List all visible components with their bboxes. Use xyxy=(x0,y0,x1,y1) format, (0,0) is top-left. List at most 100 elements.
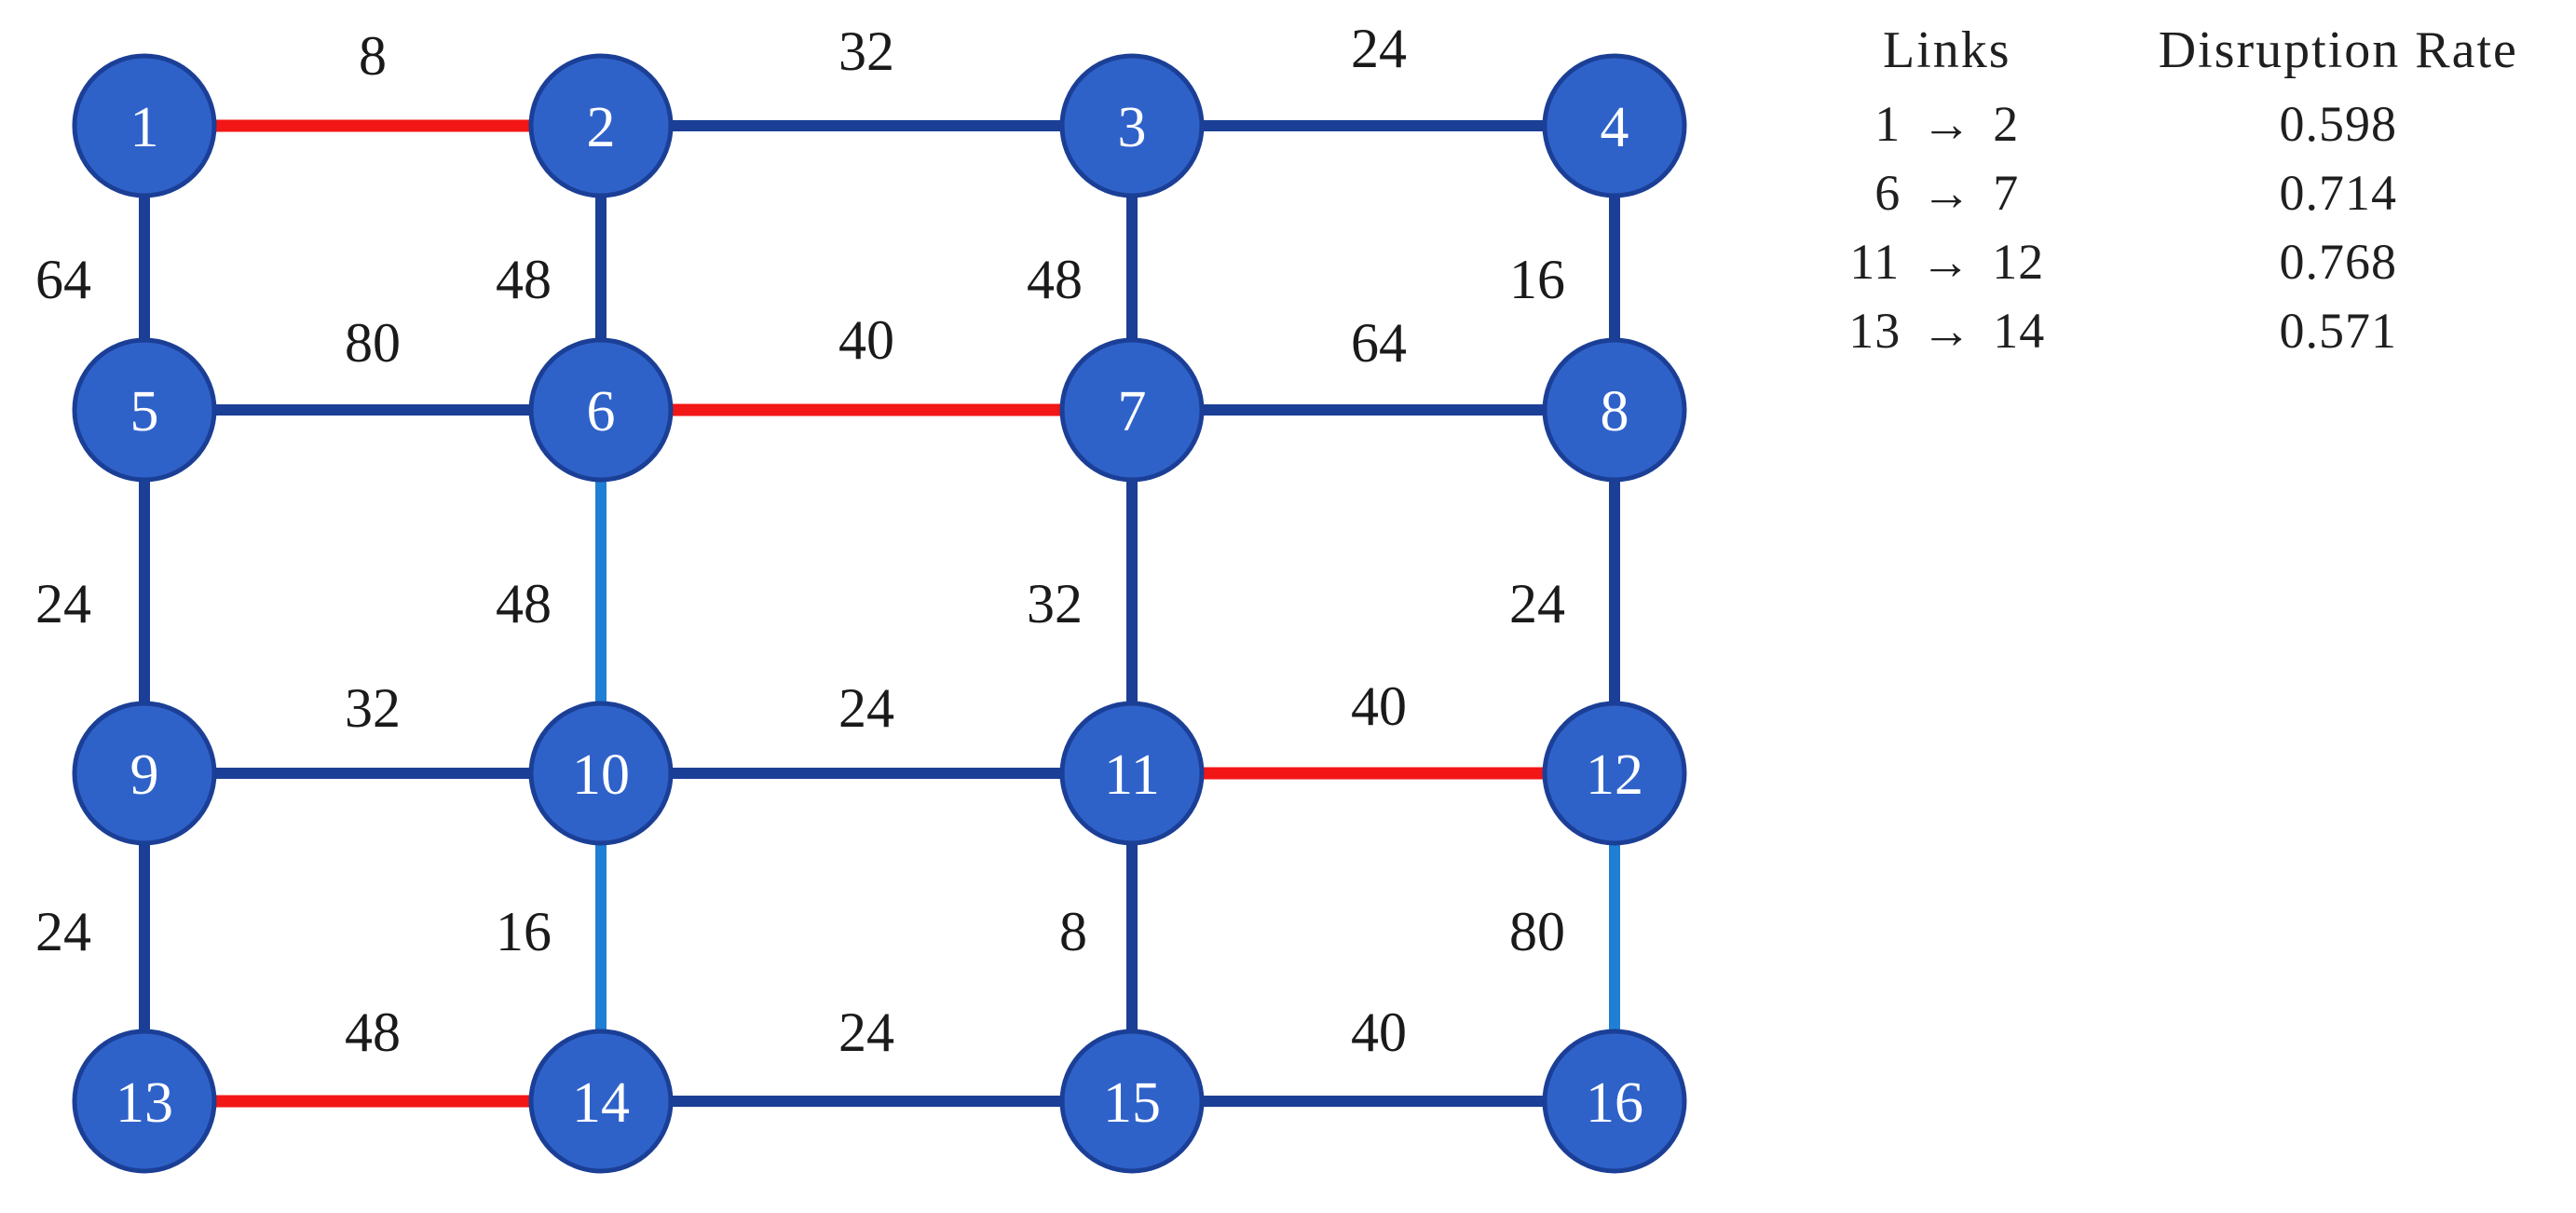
node-circle-14 xyxy=(528,1029,674,1174)
node-label-12: 12 xyxy=(1586,743,1643,807)
arrow-right-icon: → xyxy=(1921,96,1973,152)
arrow-right-icon: → xyxy=(1920,234,1972,290)
edge-weight-1-2: 8 xyxy=(359,25,387,87)
node-label-16: 16 xyxy=(1586,1071,1643,1135)
node-label-13: 13 xyxy=(116,1071,173,1135)
link-source: 11 xyxy=(1849,234,1901,290)
node-label-11: 11 xyxy=(1104,743,1160,807)
edge-weight-7-8: 64 xyxy=(1351,312,1407,374)
node-label-4: 4 xyxy=(1601,96,1629,159)
node-7[interactable]: 7 xyxy=(1059,337,1205,483)
node-label-5: 5 xyxy=(130,380,159,443)
node-5[interactable]: 5 xyxy=(72,337,217,483)
node-circle-5 xyxy=(72,337,217,483)
link-source: 1 xyxy=(1874,96,1901,152)
edge-weight-11-15: 8 xyxy=(1059,901,1087,962)
node-14[interactable]: 14 xyxy=(528,1029,674,1174)
disruption-rate-table: Links Disruption Rate 1 → 2 0.598 6 → 7 0.714 11… xyxy=(1775,20,2557,365)
node-circle-7 xyxy=(1059,337,1205,483)
node-circle-11 xyxy=(1059,701,1205,846)
arrow-right-icon: → xyxy=(1921,303,1973,359)
link-pair-cell: 13 → 14 xyxy=(1775,296,2119,365)
link-target: 14 xyxy=(1993,303,2046,359)
node-circle-2 xyxy=(528,53,674,198)
node-2[interactable]: 2 xyxy=(528,53,674,198)
node-circle-16 xyxy=(1542,1029,1687,1174)
edge-weight-1-5: 64 xyxy=(35,249,91,310)
node-label-9: 9 xyxy=(130,743,159,807)
node-13[interactable]: 13 xyxy=(72,1029,217,1174)
link-pair-cell: 1 → 2 xyxy=(1775,89,2119,158)
disruption-rate-value: 0.714 xyxy=(2279,165,2398,221)
disruption-rate-value: 0.571 xyxy=(2279,303,2398,359)
edge-layer xyxy=(139,119,1620,1108)
disruption-rate-value: 0.768 xyxy=(2279,234,2398,290)
link-target: 12 xyxy=(1992,234,2045,290)
edge-weight-10-11: 24 xyxy=(838,677,894,739)
edge-weight-8-12: 24 xyxy=(1509,573,1565,634)
edge-weight-10-14: 16 xyxy=(496,901,552,962)
node-1[interactable]: 1 xyxy=(72,53,217,198)
node-circle-1 xyxy=(72,53,217,198)
node-12[interactable]: 12 xyxy=(1542,701,1687,846)
node-label-8: 8 xyxy=(1601,380,1629,443)
node-label-10: 10 xyxy=(572,743,630,807)
edge-weight-9-13: 24 xyxy=(35,901,91,962)
link-source: 6 xyxy=(1874,165,1901,221)
edge-weight-15-16: 40 xyxy=(1351,1002,1407,1063)
node-label-15: 15 xyxy=(1103,1071,1161,1135)
arrow-right-icon: → xyxy=(1921,165,1973,221)
edge-weight-2-6: 48 xyxy=(496,249,552,310)
edge-weight-7-11: 32 xyxy=(1027,573,1083,634)
node-11[interactable]: 11 xyxy=(1059,701,1205,846)
node-circle-13 xyxy=(72,1029,217,1174)
node-16[interactable]: 16 xyxy=(1542,1029,1687,1174)
edge-weight-4-8: 16 xyxy=(1509,249,1565,310)
node-label-2: 2 xyxy=(587,96,616,159)
node-9[interactable]: 9 xyxy=(72,701,217,846)
node-8[interactable]: 8 xyxy=(1542,337,1687,483)
edge-weight-5-6: 80 xyxy=(345,312,401,374)
table-row: 13 → 14 0.571 xyxy=(1775,296,2557,365)
node-15[interactable]: 15 xyxy=(1059,1029,1205,1174)
node-label-1: 1 xyxy=(130,96,159,159)
edge-weight-9-10: 32 xyxy=(345,677,401,739)
node-circle-4 xyxy=(1542,53,1687,198)
node-label-14: 14 xyxy=(572,1071,630,1135)
legend-panel: Links Disruption Rate 1 → 2 0.598 6 → 7 0.714 11… xyxy=(1775,20,2557,365)
node-6[interactable]: 6 xyxy=(528,337,674,483)
column-header-disruption-rate: Disruption Rate xyxy=(2158,21,2518,79)
table-row: 1 → 2 0.598 xyxy=(1775,89,2557,158)
disruption-rate-value: 0.598 xyxy=(2279,96,2398,152)
node-circle-10 xyxy=(528,701,674,846)
link-source: 13 xyxy=(1848,303,1901,359)
node-label-6: 6 xyxy=(587,380,616,443)
node-circle-15 xyxy=(1059,1029,1205,1174)
edge-weight-6-7: 40 xyxy=(838,309,894,371)
node-circle-12 xyxy=(1542,701,1687,846)
edge-weight-3-4: 24 xyxy=(1351,18,1407,79)
edge-weight-11-12: 40 xyxy=(1351,675,1407,737)
node-circle-8 xyxy=(1542,337,1687,483)
edge-weight-2-3: 32 xyxy=(838,20,894,82)
node-label-7: 7 xyxy=(1118,380,1147,443)
column-header-links: Links xyxy=(1883,21,2011,79)
table-body: 1 → 2 0.598 6 → 7 0.714 11 → 12 0.768 13 → 14 0.571 xyxy=(1775,89,2557,365)
link-pair-cell: 6 → 7 xyxy=(1775,158,2119,227)
edge-weight-6-10: 48 xyxy=(496,573,552,634)
edge-weight-12-16: 80 xyxy=(1509,901,1565,962)
table-row: 11 → 12 0.768 xyxy=(1775,227,2557,296)
table-header-row: Links Disruption Rate xyxy=(1775,20,2557,89)
node-4[interactable]: 4 xyxy=(1542,53,1687,198)
node-circle-9 xyxy=(72,701,217,846)
link-target: 7 xyxy=(1993,165,2020,221)
node-10[interactable]: 10 xyxy=(528,701,674,846)
node-circle-3 xyxy=(1059,53,1205,198)
link-target: 2 xyxy=(1993,96,2020,152)
edge-weight-14-15: 24 xyxy=(838,1002,894,1063)
node-3[interactable]: 3 xyxy=(1059,53,1205,198)
node-circle-6 xyxy=(528,337,674,483)
table-row: 6 → 7 0.714 xyxy=(1775,158,2557,227)
